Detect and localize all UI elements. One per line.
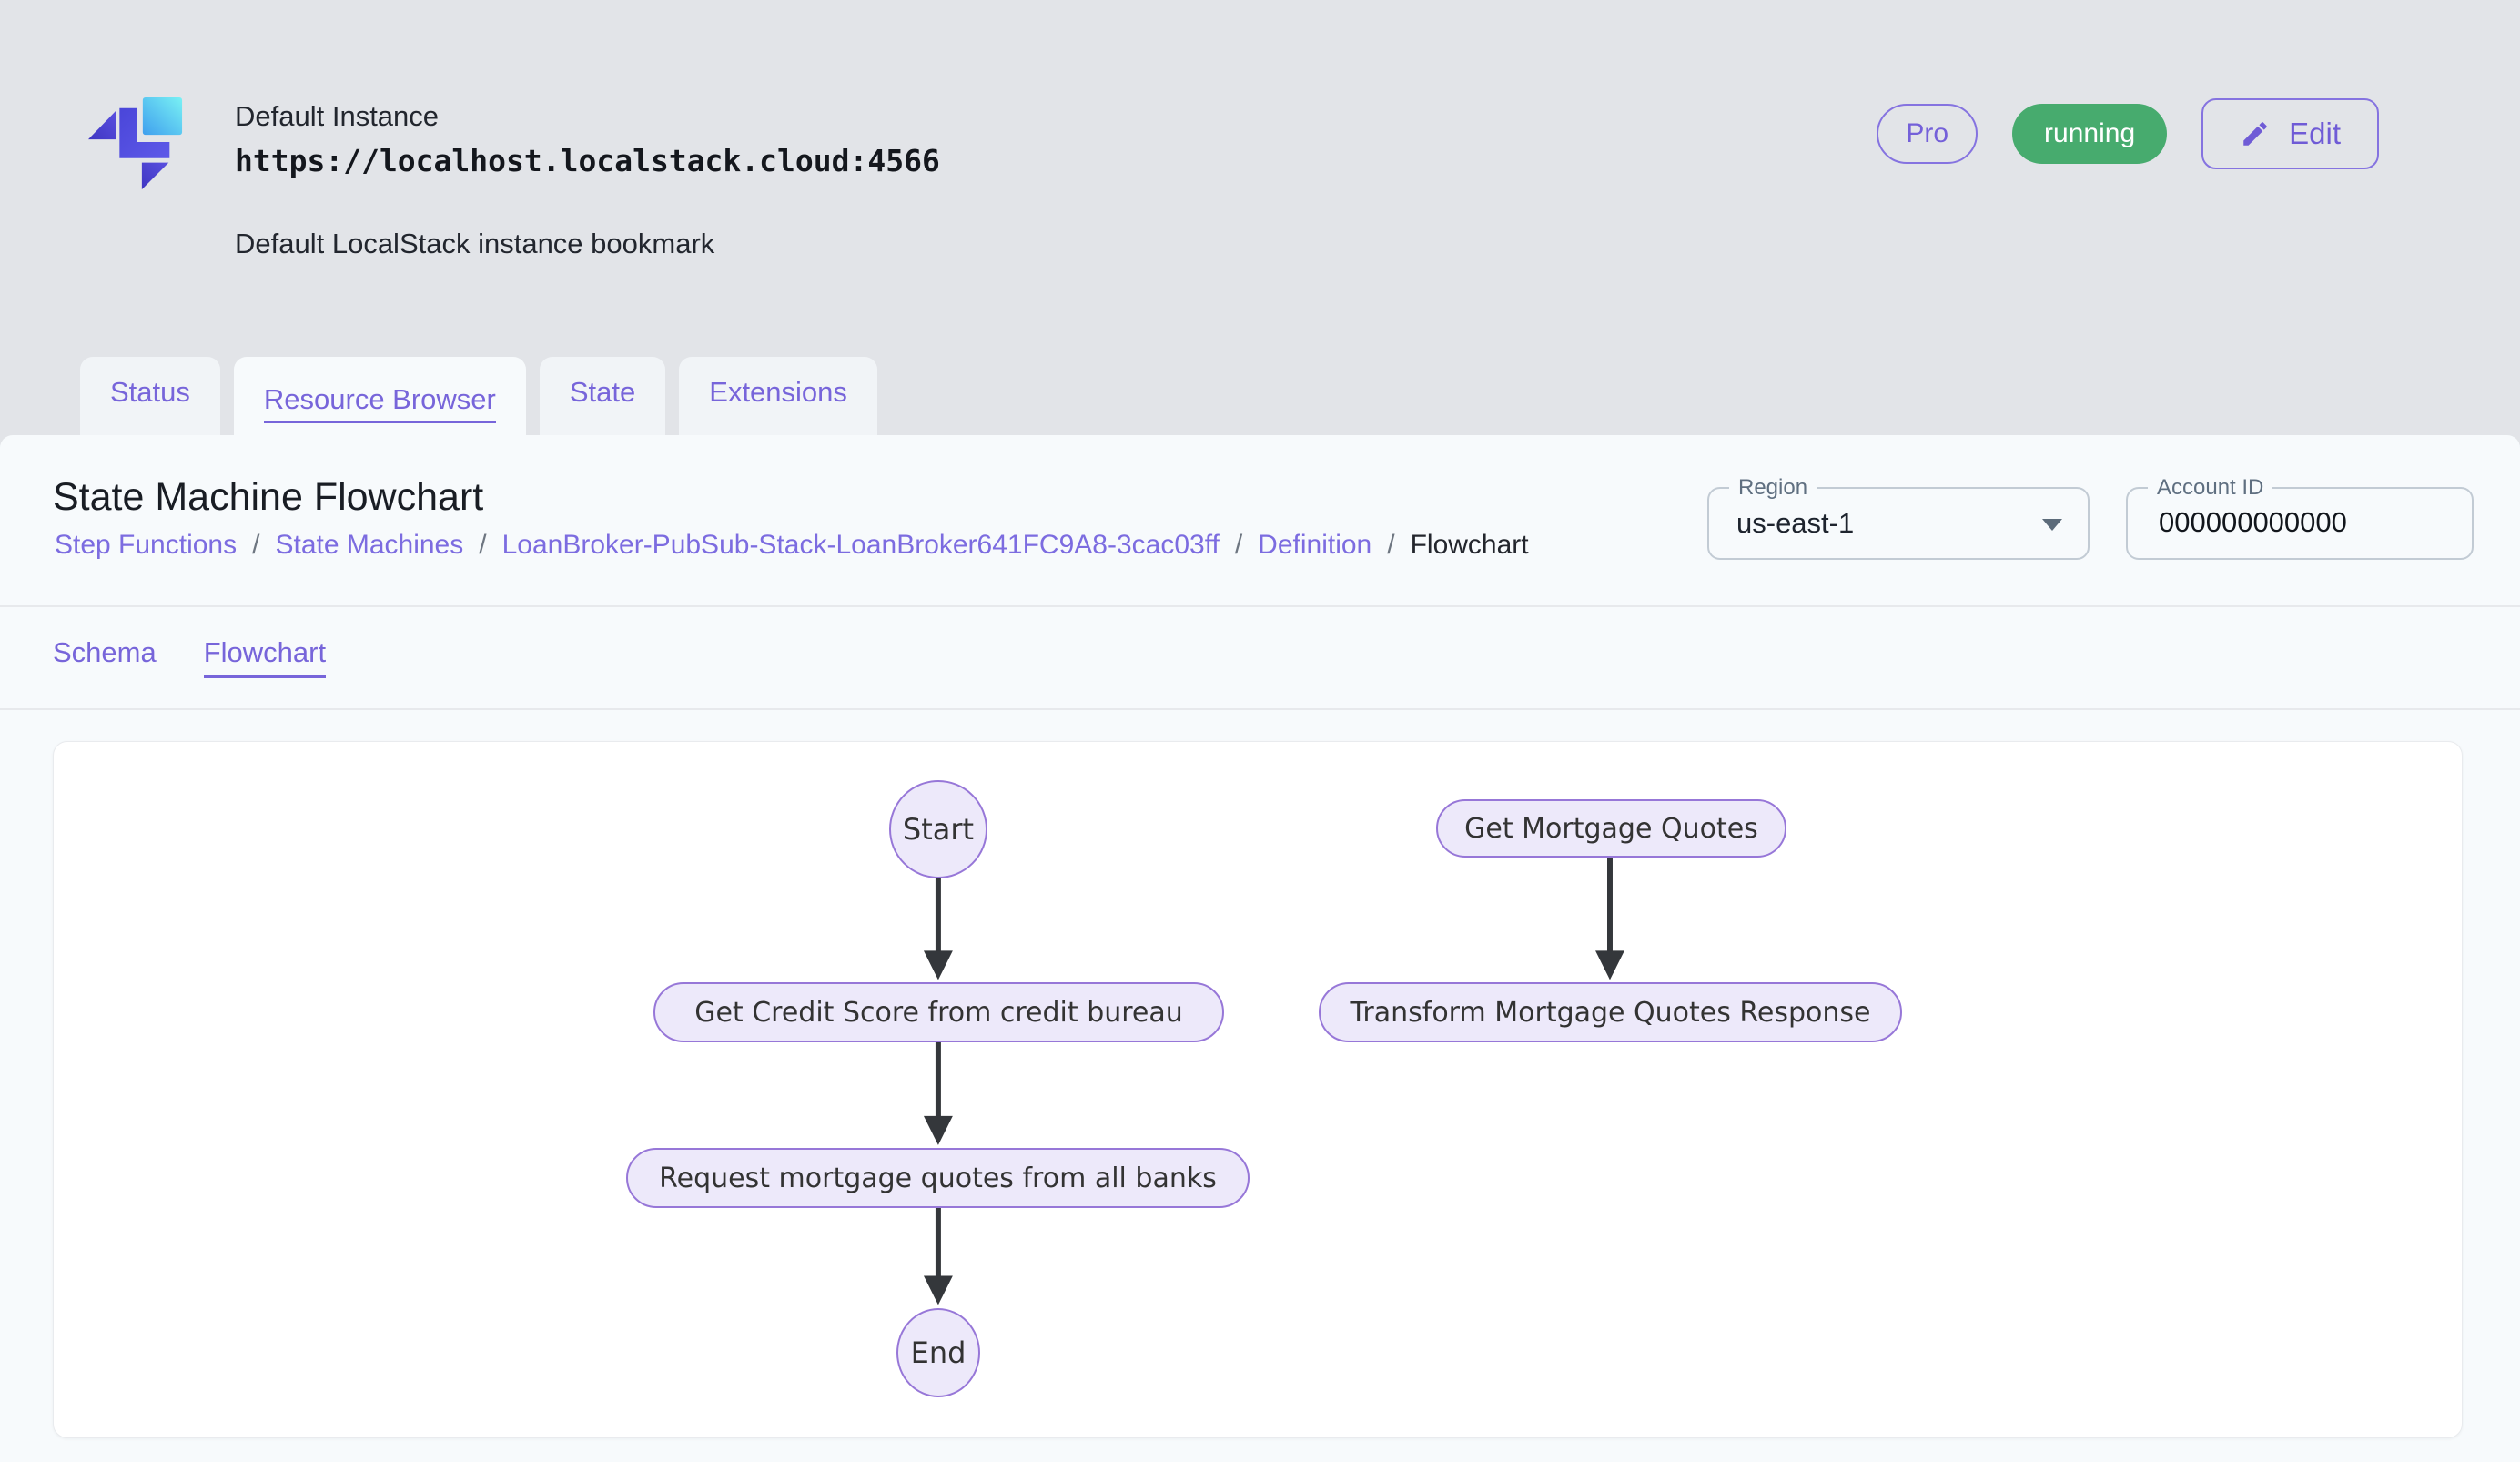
instance-description: Default LocalStack instance bookmark: [235, 228, 715, 259]
main-tabs: Status Resource Browser State Extensions: [80, 357, 877, 449]
dropdown-arrow-icon: [2042, 519, 2062, 531]
instance-header: Default Instance https://localhost.local…: [86, 95, 940, 260]
flow-node-start: Start: [889, 780, 987, 878]
subtab-schema[interactable]: Schema: [53, 635, 157, 668]
region-select[interactable]: Region us-east-1: [1707, 475, 2090, 560]
breadcrumb-state-machines[interactable]: State Machines: [275, 530, 464, 560]
account-id-field: Account ID: [2126, 475, 2474, 560]
breadcrumb-separator: /: [1387, 530, 1395, 560]
breadcrumb-step-functions[interactable]: Step Functions: [55, 530, 238, 560]
edit-button[interactable]: Edit: [2201, 98, 2379, 169]
flow-node-end: End: [896, 1308, 980, 1397]
breadcrumb-state-machine-name[interactable]: LoanBroker-PubSub-Stack-LoanBroker641FC9…: [501, 530, 1220, 560]
flow-node-get-credit-score: Get Credit Score from credit bureau: [653, 982, 1224, 1042]
tab-status[interactable]: Status: [80, 357, 220, 435]
breadcrumb-definition[interactable]: Definition: [1258, 530, 1372, 560]
flowchart-canvas: Start Get Credit Score from credit burea…: [53, 741, 2463, 1438]
breadcrumb-separator: /: [1234, 530, 1243, 560]
instance-name: Default Instance: [235, 100, 440, 132]
localstack-logo: [87, 96, 183, 190]
instance-url: https://localhost.localstack.cloud:4566: [235, 143, 940, 178]
flow-node-get-mortgage-quotes: Get Mortgage Quotes: [1436, 799, 1786, 858]
pro-badge: Pro: [1877, 104, 1979, 164]
instance-info: Default Instance https://localhost.local…: [235, 95, 940, 260]
tab-extensions[interactable]: Extensions: [679, 357, 877, 435]
divider: [0, 605, 2520, 607]
context-fields: Region us-east-1 Account ID: [1707, 475, 2474, 560]
breadcrumb-flowchart: Flowchart: [1410, 530, 1529, 560]
tab-resource-browser[interactable]: Resource Browser: [233, 357, 526, 449]
tab-state[interactable]: State: [539, 357, 666, 435]
edit-button-label: Edit: [2289, 117, 2341, 150]
flow-node-transform-response: Transform Mortgage Quotes Response: [1319, 982, 1902, 1042]
definition-subtabs: Schema Flowchart: [53, 605, 327, 708]
header-actions: Pro running Edit: [1877, 98, 2379, 169]
running-status-badge: running: [2012, 104, 2168, 164]
subtab-flowchart[interactable]: Flowchart: [203, 636, 327, 678]
divider: [0, 708, 2520, 710]
breadcrumb-separator: /: [479, 530, 487, 560]
page-title: State Machine Flowchart: [53, 475, 484, 519]
flowchart-edges: [923, 857, 1624, 1305]
region-label: Region: [1729, 475, 1817, 501]
flow-node-request-quotes: Request mortgage quotes from all banks: [626, 1148, 1250, 1208]
edit-pencil-icon: [2243, 122, 2267, 146]
resource-browser-panel: State Machine Flowchart Step Functions /…: [0, 435, 2520, 1462]
region-value: us-east-1: [1736, 507, 1855, 539]
breadcrumb: Step Functions / State Machines / LoanBr…: [55, 530, 1529, 561]
account-id-label: Account ID: [2148, 475, 2273, 501]
breadcrumb-separator: /: [252, 530, 260, 560]
